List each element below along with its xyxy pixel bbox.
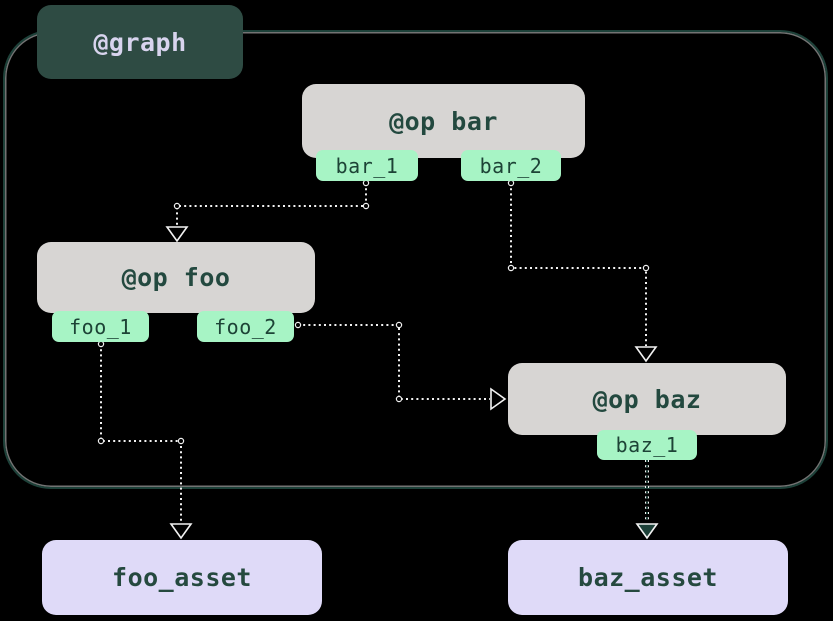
output-tag-baz_1-label: baz_1 [615,433,679,457]
foo-asset-label: foo_asset [112,563,252,592]
output-tag-bar_1-label: bar_1 [335,153,399,178]
graph-container-outline [3,30,828,489]
op-node-bar: @op bar [302,84,585,158]
asset-node-baz_asset: baz_asset [508,540,788,615]
output-tag-baz_1: baz_1 [597,430,697,460]
baz-asset-label: baz_asset [578,563,718,592]
output-tag-foo_1: foo_1 [52,311,149,342]
output-tag-bar_2: bar_2 [461,150,561,181]
asset-node-foo_asset: foo_asset [42,540,322,615]
op-bar-label: @op bar [389,106,498,136]
op-node-foo: @op foo [37,242,315,313]
output-tag-foo_2-label: foo_2 [214,314,277,339]
arrowhead-icon [169,523,193,540]
op-foo-label: @op foo [121,263,231,292]
op-node-baz: @op baz [508,363,786,435]
output-tag-foo_1-label: foo_1 [69,314,132,339]
output-tag-foo_2: foo_2 [197,311,294,342]
arrowhead-icon [635,523,659,540]
output-tag-bar_2-label: bar_2 [479,153,543,178]
graph-label-text: @graph [93,27,187,57]
op-baz-label: @op baz [592,384,702,414]
output-tag-bar_1: bar_1 [316,150,418,181]
graph-decorator-label: @graph [37,5,243,79]
